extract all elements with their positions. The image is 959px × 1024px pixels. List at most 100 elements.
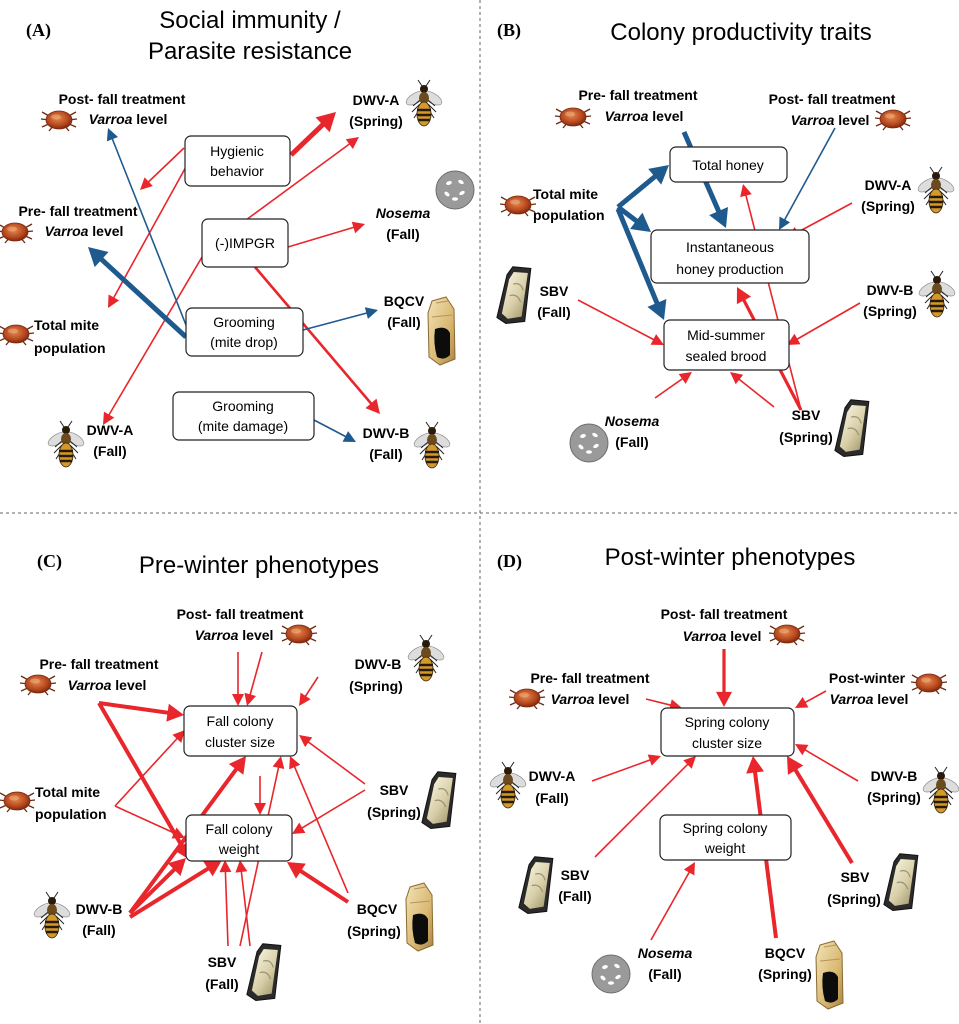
arrowhead xyxy=(365,398,380,414)
b-nosema-line2: (Fall) xyxy=(615,434,648,450)
edge-arrow-a-damage-to-dwvb xyxy=(313,419,356,442)
edge-arrow-c-bqcv-to-weight xyxy=(287,862,350,904)
edge-arrow-c-dwvb-fall-to-cluster xyxy=(128,756,246,915)
edge-arrow-c-sbvfall-to-weight xyxy=(219,860,232,947)
edge-arrow-b-dwvb-to-midsummer xyxy=(787,302,861,345)
c-post-fall-level: level xyxy=(242,627,273,643)
spring-weight-box xyxy=(659,814,792,861)
d-pre-fall-varroa: Varroa xyxy=(551,691,595,707)
arrowhead xyxy=(630,212,651,232)
mid-summer-brood-box xyxy=(663,319,790,371)
mite-icon xyxy=(0,791,36,813)
edge-line xyxy=(796,202,853,234)
edge-line xyxy=(304,676,319,698)
edge-arrow-d-postwinter-to-cluster xyxy=(795,690,827,708)
b-dwvb-line2: (Spring) xyxy=(863,303,917,319)
arrowhead xyxy=(289,756,301,770)
d-nosema-name: Nosema xyxy=(638,945,693,961)
d-pre-fall-line2: Varroa level xyxy=(551,691,630,707)
nosema-spore-icon xyxy=(435,170,475,210)
edge-arrow-b-totalmite-to-midsummer xyxy=(615,208,667,320)
edge-arrow-a-hygienic-to-totalmite xyxy=(108,164,188,308)
edge-arrow-a-impgr-to-dwvb xyxy=(254,266,380,414)
b-sbv-fall-line1: SBV xyxy=(540,283,569,299)
edge-line xyxy=(298,868,350,904)
grooming-mite-damage-line1: Grooming xyxy=(212,398,273,414)
edge-arrow-d-dwvb-to-cluster xyxy=(795,744,859,782)
panel-c-title: Pre-winter phenotypes xyxy=(139,552,379,579)
edge-line xyxy=(654,377,684,399)
edge-line xyxy=(796,302,861,341)
sacbrood-cell-icon xyxy=(833,396,875,461)
arrowhead xyxy=(299,735,313,747)
c-sbv-spring-line2: (Spring) xyxy=(367,804,421,820)
b-sbv-spring-line2: (Spring) xyxy=(779,429,833,445)
spring-weight-line1: Spring colony xyxy=(683,820,768,836)
a-pre-fall-level: level xyxy=(92,223,123,239)
d-pre-fall-line1: Pre- fall treatment xyxy=(530,670,649,686)
edge-line xyxy=(97,701,184,848)
b-total-mite-line2: population xyxy=(533,207,605,223)
edge-arrow-a-impgr-to-nosema xyxy=(287,221,365,248)
c-total-mite-line2: population xyxy=(35,806,107,822)
c-pre-fall-level: level xyxy=(115,677,146,693)
edge-line xyxy=(783,127,836,221)
edge-arrow-b-sbvfall-to-midsummer xyxy=(577,299,664,345)
a-post-fall-line2: Varroa level xyxy=(89,111,168,127)
edge-line xyxy=(114,805,176,835)
edge-line xyxy=(128,867,177,915)
edge-arrow-a-impgr-to-dwva-fall xyxy=(103,234,216,425)
a-pre-fall-line1: Pre- fall treatment xyxy=(18,203,137,219)
hygienic-behavior-box xyxy=(184,135,291,187)
panel-b: (B) Colony productivity traits Total hon… xyxy=(495,19,959,463)
c-sbv-spring-line1: SBV xyxy=(380,782,409,798)
arrowhead xyxy=(351,221,365,234)
spring-cluster-box xyxy=(660,707,795,757)
d-post-fall-level: level xyxy=(730,628,761,644)
edge-line xyxy=(302,312,368,331)
c-dwvb-spring-line2: (Spring) xyxy=(349,678,403,694)
edge-arrow-a-grooming-to-bqcv xyxy=(302,307,378,331)
edge-line xyxy=(107,234,216,416)
mite-icon xyxy=(874,109,912,131)
a-nosema-name: Nosema xyxy=(376,205,431,221)
arrowhead xyxy=(648,165,669,185)
arrowhead xyxy=(678,372,692,384)
fall-weight-box xyxy=(185,814,293,862)
instantaneous-honey-box xyxy=(650,229,810,284)
queen-cell-icon xyxy=(427,296,456,366)
edge-arrow-c-sbvspring-to-weight xyxy=(292,789,366,834)
arrowhead xyxy=(292,822,306,834)
c-pre-fall-line1: Pre- fall treatment xyxy=(39,656,158,672)
bee-icon xyxy=(44,419,88,469)
edge-line xyxy=(249,651,263,696)
sacbrood-cell-icon xyxy=(420,768,462,833)
edge-line xyxy=(615,208,660,305)
edge-arrow-c-dwvb-fall-to-weight xyxy=(128,858,186,915)
hygienic-behavior-line2: behavior xyxy=(210,163,264,179)
spring-cluster-line2: cluster size xyxy=(692,735,762,751)
edge-arrow-b-sbvspring-to-midsummer xyxy=(730,372,775,408)
arrowhead xyxy=(795,696,809,708)
edge-arrow-d-sbvfall-to-cluster xyxy=(594,756,696,858)
arrowhead xyxy=(88,247,109,268)
arrowhead xyxy=(746,756,765,774)
d-post-winter-varroa: Varroa xyxy=(830,691,874,707)
d-dwvb-line1: DWV-B xyxy=(871,768,918,784)
panel-d-label: (D) xyxy=(497,551,522,572)
edge-line xyxy=(307,740,366,785)
mid-summer-brood-line1: Mid-summer xyxy=(687,327,765,343)
arrowhead xyxy=(716,691,732,707)
a-dwvb-line1: DWV-B xyxy=(363,425,410,441)
edge-arrow-c-sbvfall-to-weight-2 xyxy=(235,860,251,947)
panel-a-title-line1: Social immunity / xyxy=(159,7,341,34)
a-post-fall-varroa: Varroa xyxy=(89,111,133,127)
edge-layer xyxy=(88,112,861,947)
arrowhead xyxy=(299,692,311,706)
arrowhead xyxy=(315,112,336,133)
edge-line xyxy=(254,266,373,405)
panel-c: (C) Pre-winter phenotypes Fall colony cl… xyxy=(0,551,462,1005)
b-total-mite-line1: Total mite xyxy=(533,186,598,202)
arrowhead xyxy=(730,372,744,385)
edge-arrow-d-nosema-to-weight xyxy=(650,862,695,941)
